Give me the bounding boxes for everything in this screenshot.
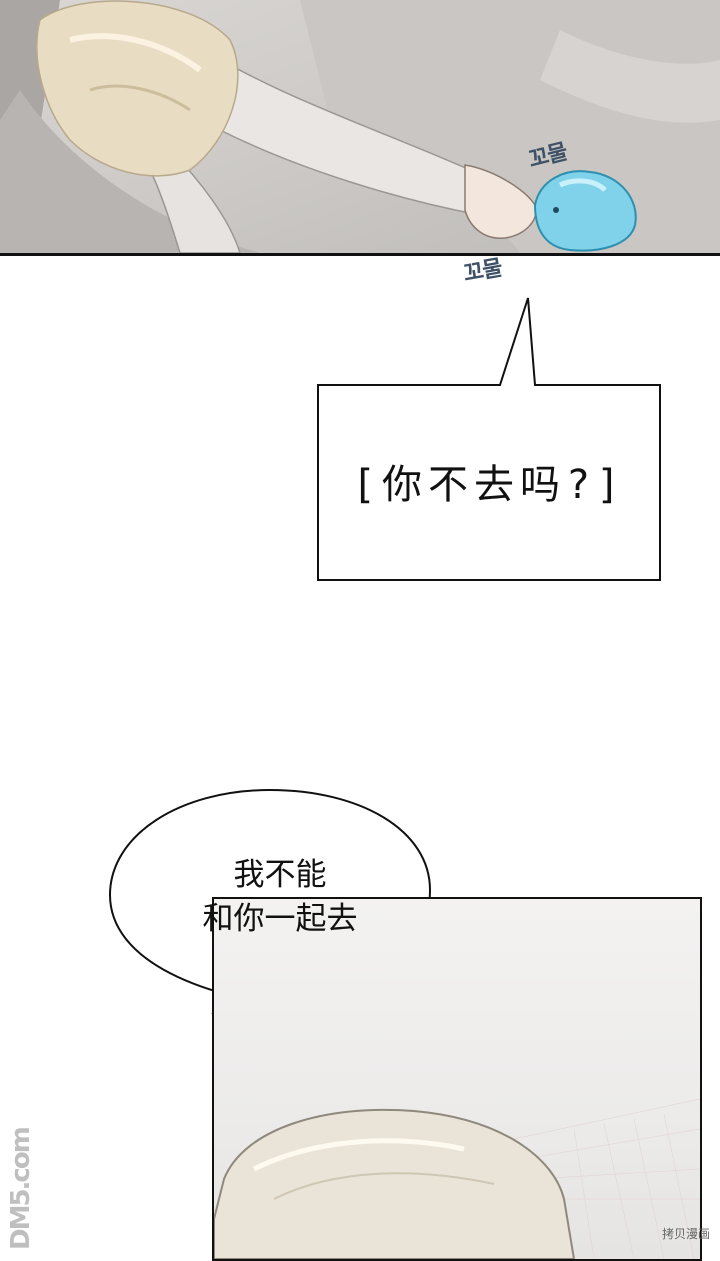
oval-bubble-text: 我不能 和你一起去 bbox=[130, 853, 430, 941]
oval-bubble-line-1: 我不能 bbox=[233, 857, 327, 893]
bottom-comic-panel bbox=[212, 897, 702, 1261]
rect-speech-bubble bbox=[317, 297, 661, 581]
rect-bubble-text: [你不去吗?] bbox=[351, 462, 627, 508]
sfx-text-2: 꼬물 bbox=[461, 255, 504, 288]
watermark-right: 拷贝漫画 bbox=[661, 1227, 710, 1241]
bottom-panel-art bbox=[214, 1098, 700, 1259]
top-panel-art bbox=[0, 0, 720, 253]
top-comic-panel: 꼬물 bbox=[0, 0, 720, 256]
watermark-left: DM5.com bbox=[6, 1128, 36, 1250]
oval-bubble-line-2: 和你一起去 bbox=[202, 901, 358, 937]
